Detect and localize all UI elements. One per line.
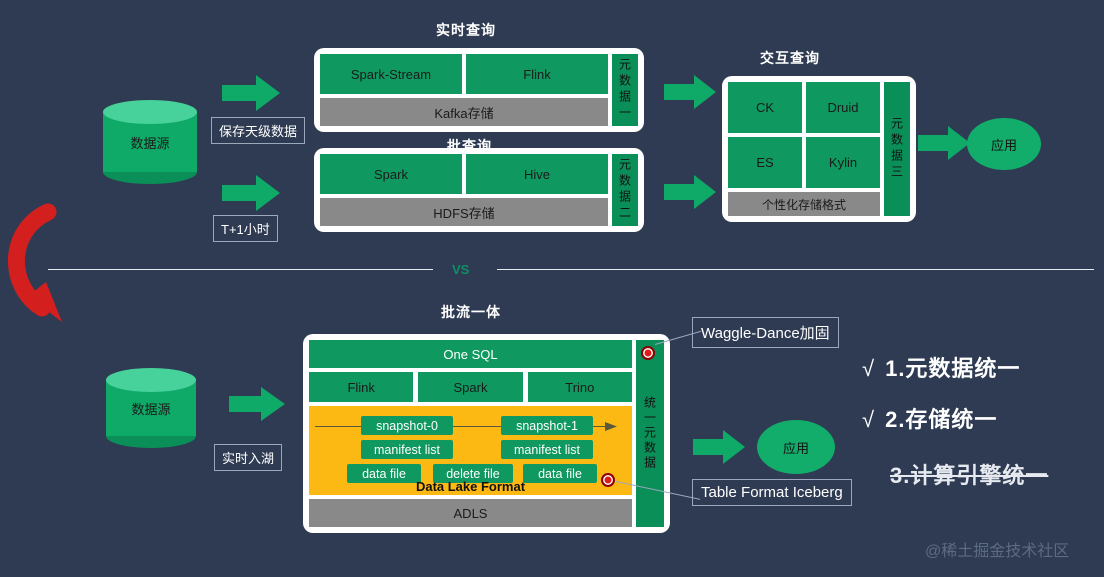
label-t-plus-1-hour: T+1小时 [213,215,278,242]
conclusion-item-1: √ 1.元数据统一 [862,351,1020,383]
data-source-label: 数据源 [130,135,170,151]
conclusion-text-2: 2.存储统一 [885,407,998,432]
data-source-cylinder-bottom: 数据源 [106,368,196,448]
vs-label: VS [452,262,470,277]
card-realtime-query: Spark-Stream Flink Kafka存储 元数据一 [314,48,644,132]
data-source-cylinder-top: 数据源 [103,100,197,184]
pill-manifest-list-1: manifest list [501,440,593,459]
card-lakehouse: One SQL Flink Spark Trino snapshot-0 sna… [303,334,670,533]
block-hdfs-storage: HDFS存储 [320,198,608,226]
label-save-daily-data: 保存天级数据 [211,117,306,144]
arrow-to-app-top [918,126,970,160]
block-spark: Spark [320,154,462,194]
block-druid: Druid [806,82,880,133]
block-flink-bottom: Flink [309,372,414,402]
title-realtime-query: 实时查询 [436,22,496,38]
block-spark-bottom: Spark [418,372,523,402]
watermark: @稀土掘金技术社区 [925,543,1070,560]
snapshot-timeline [315,426,611,427]
app-ellipse-bottom: 应用 [757,420,835,474]
label-realtime-into-lake: 实时入湖 [214,444,283,471]
data-lake-format-caption: Data Lake Format [415,479,526,494]
app-ellipse-top: 应用 [967,118,1041,170]
pill-manifest-list-0: manifest list [361,440,453,459]
card-batch-query: Spark Hive HDFS存储 元数据二 [314,148,644,232]
check-icon-2: √ [862,407,876,432]
timeline-arrowhead [605,422,617,431]
block-trino: Trino [527,372,632,402]
block-es: ES [728,137,802,188]
metadata-column-one: 元数据一 [612,54,638,126]
arrow-to-app-bottom [693,430,745,464]
metadata-column-two: 元数据二 [612,154,638,226]
callout-dot-bottom [601,473,615,487]
app-label-bottom: 应用 [782,440,809,456]
card-interactive-query: CK Druid ES Kylin 个性化存储格式 元数据三 [722,76,916,222]
arrow-to-realtime [222,75,280,111]
divider-line-left [48,269,433,270]
pill-data-file-0: data file [347,464,421,483]
conclusion-text-3: 3.计算引擎统一 [890,463,1049,488]
arrow-realtime-to-interactive [664,75,716,109]
metadata-column-three: 元数据三 [884,82,910,216]
data-lake-format-region: snapshot-0 snapshot-1 manifest list mani… [309,406,632,495]
arrow-to-batch [222,175,280,211]
callout-waggle-dance: Waggle-Dance加固 [692,317,839,348]
cylinder-top [106,368,196,392]
block-custom-storage-format: 个性化存储格式 [728,192,880,216]
arrow-to-lakehouse [229,387,285,421]
block-ck: CK [728,82,802,133]
conclusion-text-1: 1.元数据统一 [885,356,1021,381]
block-spark-stream: Spark-Stream [320,54,462,94]
divider-line-right [497,269,1094,270]
pill-delete-file: delete file [433,464,513,483]
red-curved-arrow [0,200,110,335]
unified-metadata-column: 统一元数据 [636,340,664,527]
pill-snapshot-0: snapshot-0 [361,416,453,435]
block-flink: Flink [466,54,608,94]
conclusion-item-3: 3.计算引擎统一 [890,458,1048,490]
data-source-label-bottom: 数据源 [131,401,171,417]
pill-snapshot-1: snapshot-1 [501,416,593,435]
callout-dot-top [641,346,655,360]
block-kylin: Kylin [806,137,880,188]
conclusion-item-2: √ 2.存储统一 [862,402,997,434]
block-one-sql: One SQL [309,340,632,368]
block-adls: ADLS [309,499,632,527]
title-unified-batch-stream: 批流一体 [441,304,501,320]
block-kafka-storage: Kafka存储 [320,98,608,126]
pill-data-file-1: data file [523,464,597,483]
block-hive: Hive [466,154,608,194]
arrow-batch-to-interactive [664,175,716,209]
cylinder-top [103,100,197,124]
check-icon-1: √ [862,356,876,381]
app-label-top: 应用 [990,137,1017,153]
callout-table-format-iceberg: Table Format Iceberg [692,479,852,506]
title-interactive-query: 交互查询 [760,50,820,66]
